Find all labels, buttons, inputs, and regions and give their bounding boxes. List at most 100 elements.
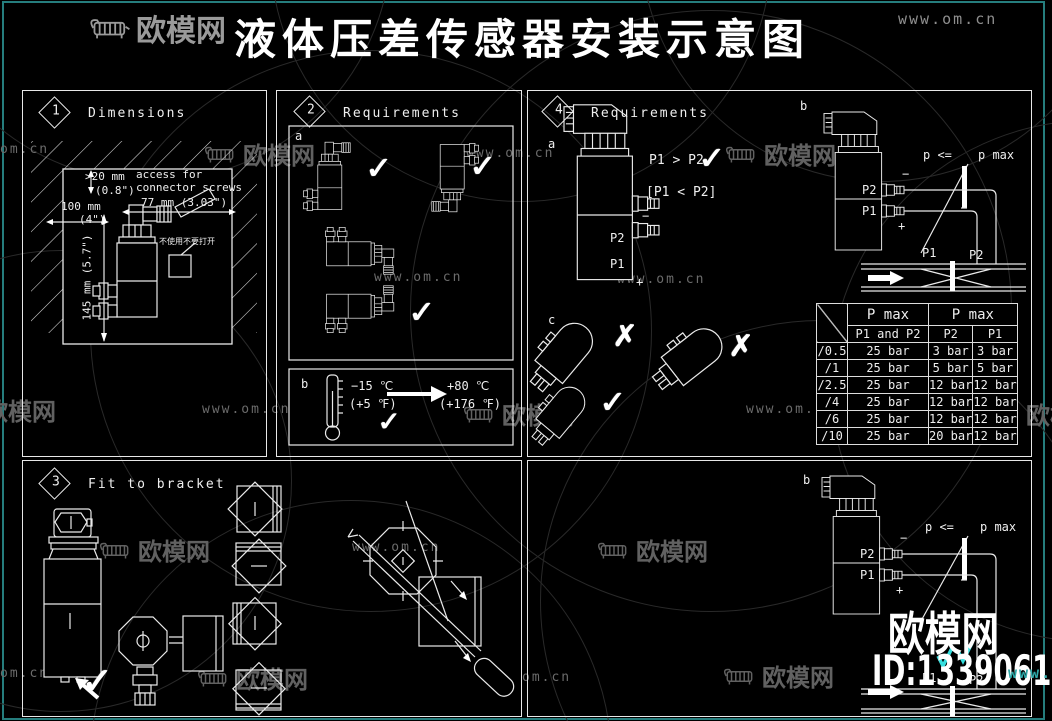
plus-sign: + (896, 583, 904, 597)
bracket-drawing (43, 481, 515, 716)
table-header-pmax: P max (928, 303, 1018, 326)
watermark-site: om.cn (522, 670, 572, 685)
watermark-brand-large: 欧模网 (888, 607, 999, 661)
table-cell: /0.5 (816, 342, 848, 360)
table-cell: /6 (816, 410, 848, 428)
hookup-drawing (821, 475, 1026, 716)
dim-gap-inch: (0.8") (95, 184, 135, 197)
watermark-brand: 欧模网 (0, 398, 56, 426)
dim-depth-inch: (4") (79, 213, 106, 226)
watermark-brand: 欧模网 (236, 666, 308, 694)
minus-sign: − (900, 531, 908, 545)
watermark-brand: 欧模网 (762, 664, 834, 692)
table-cell: 12 bar (972, 427, 1018, 445)
check-icon: ✓ (377, 405, 401, 438)
panel-dimensions: 1 Dimensions >20 mm (0.8") access for co… (22, 90, 267, 457)
panel-fit-to-bracket: 3 Fit to bracket ✓ (22, 460, 522, 717)
minus-sign: − (642, 209, 650, 223)
temp-low: −15 ℃ (351, 379, 394, 393)
plus-sign: + (898, 219, 906, 233)
watermark-brand: 欧模网 (136, 14, 226, 49)
dim-width: 77 mm (3.03") (141, 196, 228, 209)
table-cell: 25 bar (847, 410, 929, 428)
table-corner-cell (816, 303, 848, 343)
table-header-pmax: P max (847, 303, 929, 326)
panel-pressure-hookup: b p <= p max P2 P1 − + P1 P2 (527, 460, 1032, 717)
table-cell: /4 (816, 393, 848, 411)
cyan-mark (956, 642, 974, 665)
port-p2-label: P2 (860, 547, 875, 561)
sofa-icon (463, 406, 493, 422)
pressure-relation-alt: [P1 < P2] (646, 185, 717, 200)
panel-number: 4 (554, 102, 563, 118)
check-icon: ✓ (365, 149, 392, 187)
sofa-icon (99, 542, 129, 558)
table-cell: 12 bar (972, 376, 1018, 394)
port-p1-label: P1 (610, 257, 625, 271)
sofa-icon (723, 668, 753, 684)
watermark-brand: 欧模网 (138, 538, 210, 566)
check-icon: ✓ (599, 383, 626, 421)
dim-gap: >20 mm (85, 170, 125, 183)
dim-depth: 100 mm (61, 200, 101, 213)
sofa-icon (597, 542, 627, 558)
pipe-p1-label: P1 (922, 671, 937, 685)
panel-title: Requirements (591, 106, 709, 121)
table-cell: 25 bar (847, 393, 929, 411)
panel-title: Fit to bracket (88, 477, 226, 492)
table-cell: 25 bar (847, 376, 929, 394)
watermark-site: www.om.cn (746, 402, 835, 417)
table-cell: 20 bar (927, 427, 974, 445)
table-cell: 25 bar (847, 359, 929, 377)
table-cell: /2.5 (816, 376, 848, 394)
note-chinese: 不使用不要打开 (159, 237, 215, 246)
watermark: 欧模网 (724, 136, 836, 171)
pressure-relation: P1 > P2 (649, 153, 704, 168)
panel-title: Requirements (343, 106, 461, 121)
note-access-1: access for (136, 168, 203, 181)
watermark-brand: 欧模网 (636, 538, 708, 566)
sofa-icon (90, 19, 130, 39)
check-icon: ✓ (698, 139, 725, 177)
minus-sign: − (902, 167, 910, 181)
plus-sign: + (636, 275, 644, 289)
check-icon: ✓ (408, 293, 435, 331)
table-cell: 3 bar (927, 342, 974, 360)
cross-icon: ✗ (728, 329, 754, 364)
table-cell: 3 bar (972, 342, 1018, 360)
table-header-p1p2: P1 and P2 (847, 325, 929, 343)
table-cell: 12 bar (972, 410, 1018, 428)
page-title: 液体压差传感器安装示意图 (234, 15, 811, 64)
section-b-label: b (301, 377, 309, 391)
temp-high: +80 ℃ (447, 379, 490, 393)
table-header-p1: P1 (972, 325, 1018, 343)
section-b-label: b (800, 99, 808, 113)
port-p2-label: P2 (610, 231, 625, 245)
watermark-site: om.cn (0, 666, 50, 681)
cross-icon: ✗ (612, 319, 638, 354)
note-access-2: connector screws (136, 181, 242, 194)
temp-low-f: (+5 ℉) (349, 397, 397, 411)
watermark: 欧模网 (88, 6, 226, 50)
table-cell: 12 bar (927, 376, 974, 394)
table-cell: 25 bar (847, 342, 929, 360)
watermark-site: www.om.cn (898, 10, 998, 28)
pipe-p2-label: P2 (969, 248, 984, 262)
section-c-label: c (548, 313, 556, 327)
watermark-www-teal: www. (1008, 664, 1052, 682)
watermark-site: www.om.cn (466, 146, 555, 161)
section-b-label: b (803, 473, 811, 487)
panel-title: Dimensions (88, 106, 187, 121)
table-cell: 5 bar (972, 359, 1018, 377)
panel-number: 3 (51, 474, 60, 490)
pressure-limit: p <= (925, 520, 954, 534)
port-p1-label: P1 (862, 204, 877, 218)
panel-requirements-pressure: 4 Requirements a P1 > P2 ✓ [P1 < P2] P2 … (517, 90, 1032, 457)
pipe-p1-label: P1 (922, 246, 937, 260)
watermark: 欧模网 (722, 658, 834, 693)
orientation-drawing (288, 125, 514, 446)
section-a-label: a (295, 129, 303, 143)
